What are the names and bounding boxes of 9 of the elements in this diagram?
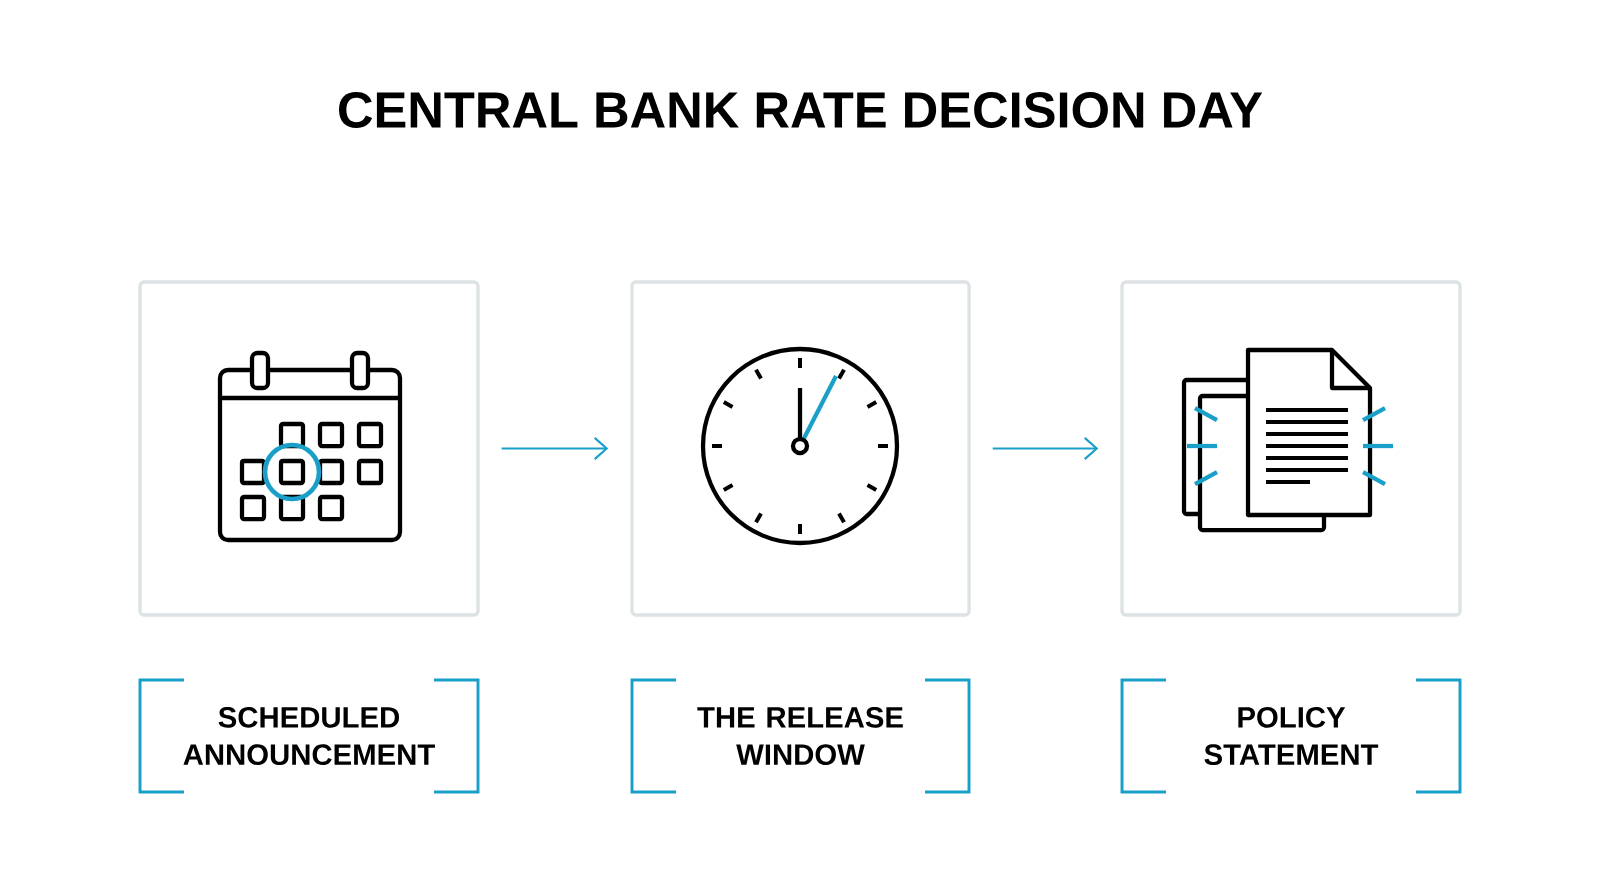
icon-panel [630,280,971,617]
bracket-label: THE RELEASE WINDOW [630,678,971,794]
icon-panel [138,280,480,617]
icon-panel [1120,280,1462,617]
bracket-label: POLICY STATEMENT [1120,678,1462,794]
arrow [992,437,1099,460]
title: CENTRAL BANK RATE DECISION DAY [339,92,1263,128]
arrow [501,437,609,460]
bracket-label: SCHEDULED ANNOUNCEMENT [138,678,480,794]
